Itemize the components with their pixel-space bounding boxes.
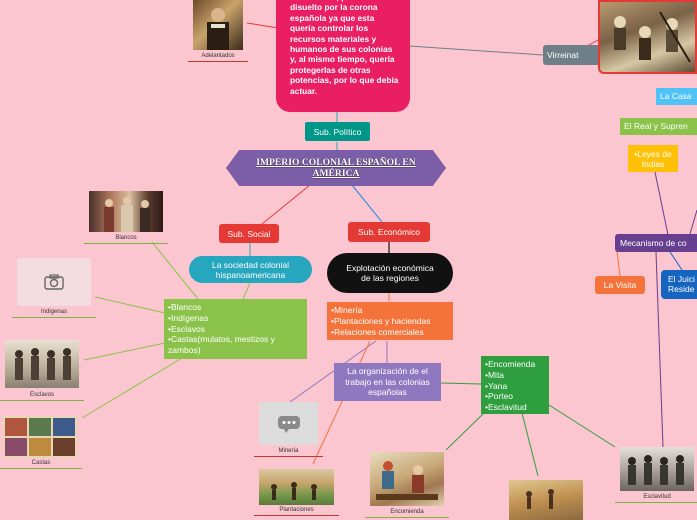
colonial-family-icon — [104, 197, 150, 232]
link-center-economico — [351, 184, 383, 223]
link-castes-indigenas — [94, 296, 166, 314]
link-castes-blancos — [151, 241, 199, 300]
visita-label: La Visita — [603, 280, 637, 290]
labor-mita: •Mita — [485, 369, 505, 380]
battle-scene-icon — [614, 11, 691, 63]
mecanismo-label: Mecanismo de co — [620, 238, 687, 248]
link-labor-esclavitud — [548, 404, 616, 448]
mita-workers-icon — [526, 489, 554, 509]
sub-politico-node[interactable]: Sub. Político — [305, 122, 370, 141]
link-castes-esclavos — [83, 342, 166, 361]
esclavos-caption: Esclavos — [0, 391, 84, 401]
encomienda-caption: Encomienda — [365, 508, 449, 518]
real-label: El Real y Supren — [624, 121, 688, 131]
link-mecanismo-visita — [616, 250, 621, 277]
labor-porteo: •Porteo — [485, 391, 514, 402]
center-title: IMPERIO COLONIAL ESPAÑOL EN AMÉRICA — [256, 157, 416, 179]
link-labor-mita — [521, 412, 539, 477]
organizacion-node[interactable]: La organización de el trabajo en las col… — [334, 363, 441, 401]
real-node[interactable]: El Real y Supren — [620, 118, 697, 135]
castas-image[interactable] — [3, 416, 77, 458]
sub-social-label: Sub. Social — [227, 228, 271, 239]
link-leyes-mecanismo — [654, 171, 669, 236]
explotacion-node[interactable]: Explotación económica de las regiones — [327, 253, 453, 293]
economy-plantaciones: •Plantaciones y haciendas — [331, 315, 431, 326]
link-center-social — [261, 184, 311, 225]
leyes-node[interactable]: •Leyes de Indias — [628, 145, 678, 172]
esclavitud-caption: Esclavitud — [615, 493, 697, 503]
labor-list[interactable]: •Encomienda •Mita •Yana •Porteo •Esclavi… — [481, 356, 549, 414]
juicio-node[interactable]: El Juici Reside — [661, 270, 697, 299]
sub-politico-label: Sub. Político — [313, 126, 362, 137]
camera-icon — [44, 274, 64, 290]
juicio-label: El Juici Reside — [668, 274, 695, 294]
plantaciones-caption: Plantaciones — [254, 506, 339, 516]
esclavos-image[interactable] — [5, 340, 79, 388]
labor-yana: •Yana — [485, 380, 508, 391]
political-description-text: conservada, pero fue disuelto por la cor… — [290, 0, 399, 96]
link-castes-castas — [81, 357, 183, 419]
visita-node[interactable]: La Visita — [595, 276, 645, 294]
sociedad-node[interactable]: La sociedad colonial hispanoamericana — [189, 256, 312, 283]
blancos-caption: Blancos — [84, 234, 168, 244]
caste-castas: •Castas(mulatos, mestizos y zambos) — [168, 334, 275, 356]
plantaciones-image[interactable] — [259, 469, 334, 505]
encomienda-image[interactable] — [370, 452, 444, 506]
economy-mineria: •Minería — [331, 305, 363, 315]
casa-node[interactable]: La Casa — [656, 88, 697, 105]
sociedad-label: La sociedad colonial hispanoamericana — [211, 259, 290, 280]
link-economy-mineria — [289, 340, 377, 403]
explotacion-label: Explotación económica de las regiones — [346, 262, 434, 284]
esclavitud-image[interactable] — [620, 447, 694, 491]
mecanismo-node[interactable]: Mecanismo de co — [615, 234, 697, 252]
economy-relaciones: •Relaciones comerciales — [331, 326, 424, 337]
link-box-adelantados — [246, 22, 279, 29]
plantation-scene-icon — [271, 482, 317, 500]
slaves-engraving-icon — [15, 348, 71, 380]
encomienda-codex-icon — [376, 461, 438, 500]
link-organizacion-labor — [440, 382, 482, 385]
link-mecanismo-esclavitud — [655, 251, 664, 448]
link-labor-encomienda — [445, 412, 485, 451]
caste-indigenas: •Indígenas — [168, 312, 209, 323]
chat-bubble-icon — [277, 415, 300, 433]
political-description-box[interactable]: conservada, pero fue disuelto por la cor… — [276, 0, 410, 112]
center-node[interactable]: IMPERIO COLONIAL ESPAÑOL EN AMÉRICA — [226, 150, 446, 186]
indigenas-image[interactable] — [17, 258, 91, 306]
link-box-virreinatos — [408, 45, 544, 56]
sub-economico-label: Sub. Económico — [358, 227, 420, 237]
link-mecanismo-juicio — [669, 251, 683, 271]
mineria-caption: Minería — [254, 447, 323, 457]
labor-encomienda: •Encomienda — [485, 359, 536, 369]
conquistador-figure-icon — [207, 8, 229, 50]
virreinatos-node[interactable]: Virreinat — [543, 45, 613, 65]
sub-social-node[interactable]: Sub. Social — [219, 224, 279, 243]
castas-painting-icon — [5, 418, 75, 456]
caste-esclavos: •Esclavos — [168, 323, 205, 334]
virreinatos-image[interactable] — [598, 0, 697, 74]
link-economy-plantaciones — [312, 340, 371, 465]
adelantados-caption: Adelantados — [188, 52, 248, 62]
slavery-engraving-icon — [628, 455, 684, 485]
labor-esclavitud: •Esclavitud — [485, 402, 527, 413]
casa-label: La Casa — [660, 91, 692, 101]
link-sociedad-castes — [242, 282, 251, 300]
sub-economico-node[interactable]: Sub. Económico — [348, 222, 430, 242]
castas-caption: Castas — [0, 459, 82, 469]
virreinatos-label: Virreinat — [547, 50, 579, 60]
adelantados-image[interactable] — [193, 0, 243, 50]
link-mecanismo-right — [689, 209, 697, 235]
leyes-label: •Leyes de Indias — [634, 148, 672, 169]
mita-image[interactable] — [509, 480, 583, 520]
blancos-image[interactable] — [89, 191, 163, 232]
organizacion-label: La organización de el trabajo en las col… — [345, 366, 430, 398]
caste-blancos: •Blancos — [168, 302, 202, 312]
castes-list[interactable]: •Blancos •Indígenas •Esclavos •Castas(mu… — [164, 299, 307, 359]
indigenas-caption: Indigenas — [12, 308, 96, 318]
mineria-image[interactable] — [259, 402, 318, 445]
economy-list[interactable]: •Minería •Plantaciones y haciendas •Rela… — [327, 302, 453, 340]
